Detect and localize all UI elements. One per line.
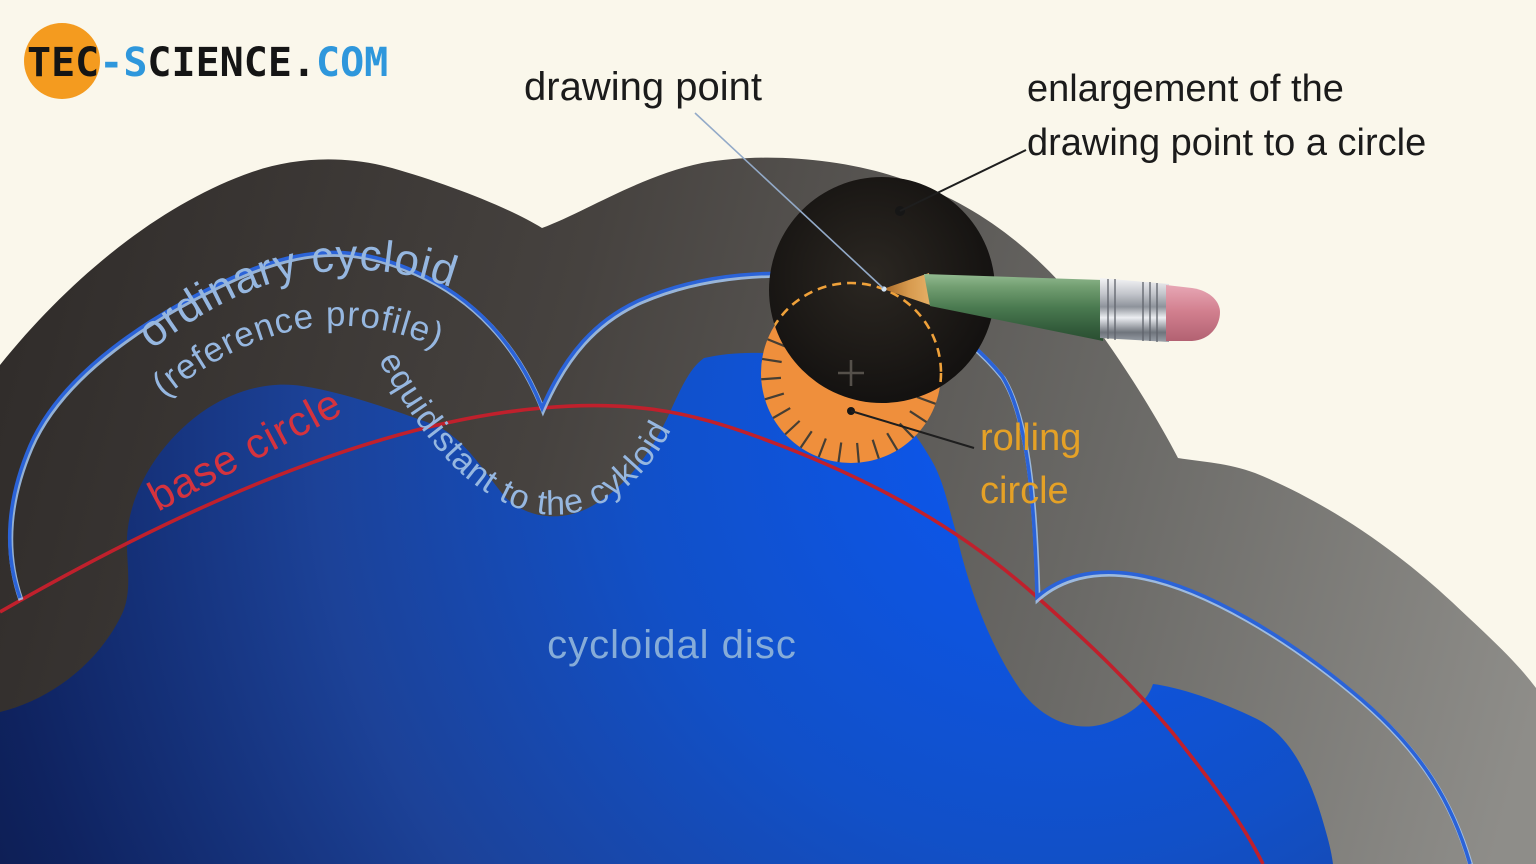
tec-science-logo: TEC-SCIENCE.COM [24, 23, 388, 99]
rolling-circle-tick [837, 442, 843, 463]
rolling-circle-center-cross [838, 360, 864, 386]
pencil [881, 273, 1220, 342]
rolling-circle-tick [799, 430, 813, 449]
rolling-circle-tick [886, 432, 899, 451]
rolling-circle-tick [772, 407, 791, 419]
pencil-ferrule-ribs [1107, 279, 1158, 342]
cycloidal-disc-shape [0, 352, 1333, 864]
logo-text: TEC-SCIENCE.COM [27, 40, 388, 86]
drawing-point-leader-line [694, 112, 884, 289]
rolling-circle-tick [909, 410, 928, 423]
enlargement-leader [895, 149, 1027, 216]
pencil-eraser [1166, 285, 1220, 341]
rolling-circle-tick [871, 439, 880, 459]
rolling-circle-tick [761, 357, 782, 364]
rolling-circle-tick [761, 376, 782, 381]
drawing-point-label: drawing point [524, 65, 762, 109]
pencil-wood-tip [883, 273, 933, 306]
rolling-circle-tick [784, 420, 801, 436]
rolling-circle-tick [856, 442, 860, 463]
cycloidal-disc-label: cycloidal disc [547, 623, 797, 667]
rolling-circle-leader [847, 407, 975, 449]
rolling-circle-dashed-outline [769, 281, 943, 403]
rolling-circle-tick [764, 392, 785, 401]
rolling-circle-tick [767, 338, 787, 348]
pencil-body [924, 274, 1103, 341]
enlargement-label-line2: drawing point to a circle [1027, 122, 1426, 164]
base-circle-curve [0, 403, 1265, 864]
ordinary-cycloid-curve [7, 250, 1474, 864]
enlargement-label-line1: enlargement of the [1027, 68, 1344, 110]
rolling-circle-tick [817, 438, 827, 458]
rolling-circle-label-line1: rolling [980, 417, 1081, 459]
rolling-circle-tick [916, 395, 936, 405]
logo-orange-circle [24, 23, 100, 99]
pencil-ferrule [1100, 278, 1169, 342]
rolling-circle-label-line2: circle [980, 470, 1069, 512]
